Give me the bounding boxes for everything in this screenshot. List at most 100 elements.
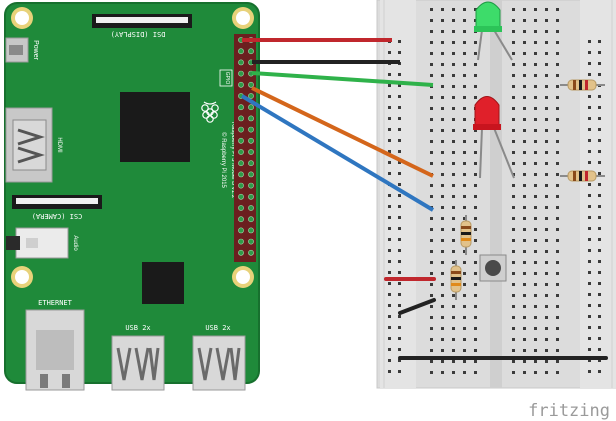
strip-hole <box>441 195 444 198</box>
rail-hole <box>588 359 591 362</box>
strip-hole <box>463 272 466 275</box>
rail-hole <box>598 117 601 120</box>
strip-hole <box>523 63 526 66</box>
rail-hole <box>598 51 601 54</box>
rail-hole <box>598 293 601 296</box>
strip-hole <box>556 8 559 11</box>
strip-hole <box>463 250 466 253</box>
strip-hole <box>441 140 444 143</box>
strip-hole <box>556 74 559 77</box>
strip-hole <box>452 85 455 88</box>
strip-hole <box>441 305 444 308</box>
strip-hole <box>441 261 444 264</box>
strip-hole <box>512 74 515 77</box>
gpio-pin <box>248 205 254 211</box>
strip-hole <box>556 107 559 110</box>
strip-hole <box>523 239 526 242</box>
strip-hole <box>441 162 444 165</box>
strip-hole <box>545 140 548 143</box>
rail-hole <box>588 183 591 186</box>
strip-hole <box>430 217 433 220</box>
strip-hole <box>545 184 548 187</box>
rail-hole <box>398 359 401 362</box>
rail-hole <box>598 40 601 43</box>
usb2-label: USB 2x <box>205 324 230 332</box>
strip-hole <box>545 371 548 374</box>
strip-hole <box>523 305 526 308</box>
strip-hole <box>441 63 444 66</box>
strip-hole <box>512 327 515 330</box>
gpio-pin <box>238 249 244 256</box>
strip-hole <box>545 283 548 286</box>
strip-hole <box>441 52 444 55</box>
strip-hole <box>474 206 477 209</box>
strip-hole <box>534 19 537 22</box>
rail-hole <box>388 249 391 252</box>
strip-hole <box>534 294 537 297</box>
strip-hole <box>474 349 477 352</box>
strip-hole <box>452 151 455 154</box>
rail-hole <box>388 84 391 87</box>
strip-hole <box>545 261 548 264</box>
soc-chip <box>120 92 190 162</box>
strip-hole <box>452 8 455 11</box>
strip-hole <box>512 63 515 66</box>
strip-hole <box>545 349 548 352</box>
strip-hole <box>523 217 526 220</box>
strip-hole <box>534 217 537 220</box>
strip-hole <box>463 96 466 99</box>
strip-hole <box>556 41 559 44</box>
strip-hole <box>556 85 559 88</box>
strip-hole <box>441 349 444 352</box>
strip-hole <box>545 85 548 88</box>
strip-hole <box>556 239 559 242</box>
rail-hole <box>598 282 601 285</box>
usb-port-2-icon <box>197 347 241 381</box>
strip-hole <box>452 30 455 33</box>
strip-hole <box>474 151 477 154</box>
strip-hole <box>534 228 537 231</box>
strip-hole <box>430 349 433 352</box>
strip-hole <box>441 250 444 253</box>
strip-hole <box>430 371 433 374</box>
strip-hole <box>463 162 466 165</box>
strip-hole <box>430 184 433 187</box>
strip-hole <box>512 239 515 242</box>
gpio-pin <box>248 238 254 245</box>
strip-hole <box>430 327 433 330</box>
strip-hole <box>512 8 515 11</box>
strip-hole <box>441 96 444 99</box>
rail-hole <box>388 161 391 164</box>
strip-hole <box>452 107 455 110</box>
strip-hole <box>452 19 455 22</box>
strip-hole <box>556 118 559 121</box>
strip-hole <box>534 206 537 209</box>
strip-hole <box>452 261 455 264</box>
strip-hole <box>430 195 433 198</box>
strip-hole <box>452 239 455 242</box>
gpio-pin <box>248 115 254 122</box>
strip-hole <box>534 349 537 352</box>
strip-hole <box>474 327 477 330</box>
strip-hole <box>534 8 537 11</box>
rail-hole <box>588 370 591 373</box>
strip-hole <box>523 151 526 154</box>
strip-hole <box>452 129 455 132</box>
strip-hole <box>430 360 433 363</box>
rail-hole <box>398 183 401 186</box>
strip-hole <box>474 283 477 286</box>
strip-hole <box>545 162 548 165</box>
strip-hole <box>523 30 526 33</box>
strip-hole <box>463 195 466 198</box>
strip-hole <box>523 162 526 165</box>
rail-hole <box>598 370 601 373</box>
strip-hole <box>556 371 559 374</box>
rail-hole <box>588 40 591 43</box>
rail-hole <box>598 260 601 263</box>
strip-hole <box>474 316 477 319</box>
strip-hole <box>545 327 548 330</box>
strip-hole <box>534 52 537 55</box>
rail-hole <box>398 249 401 252</box>
gpio-pin <box>248 216 254 223</box>
strip-hole <box>545 107 548 110</box>
